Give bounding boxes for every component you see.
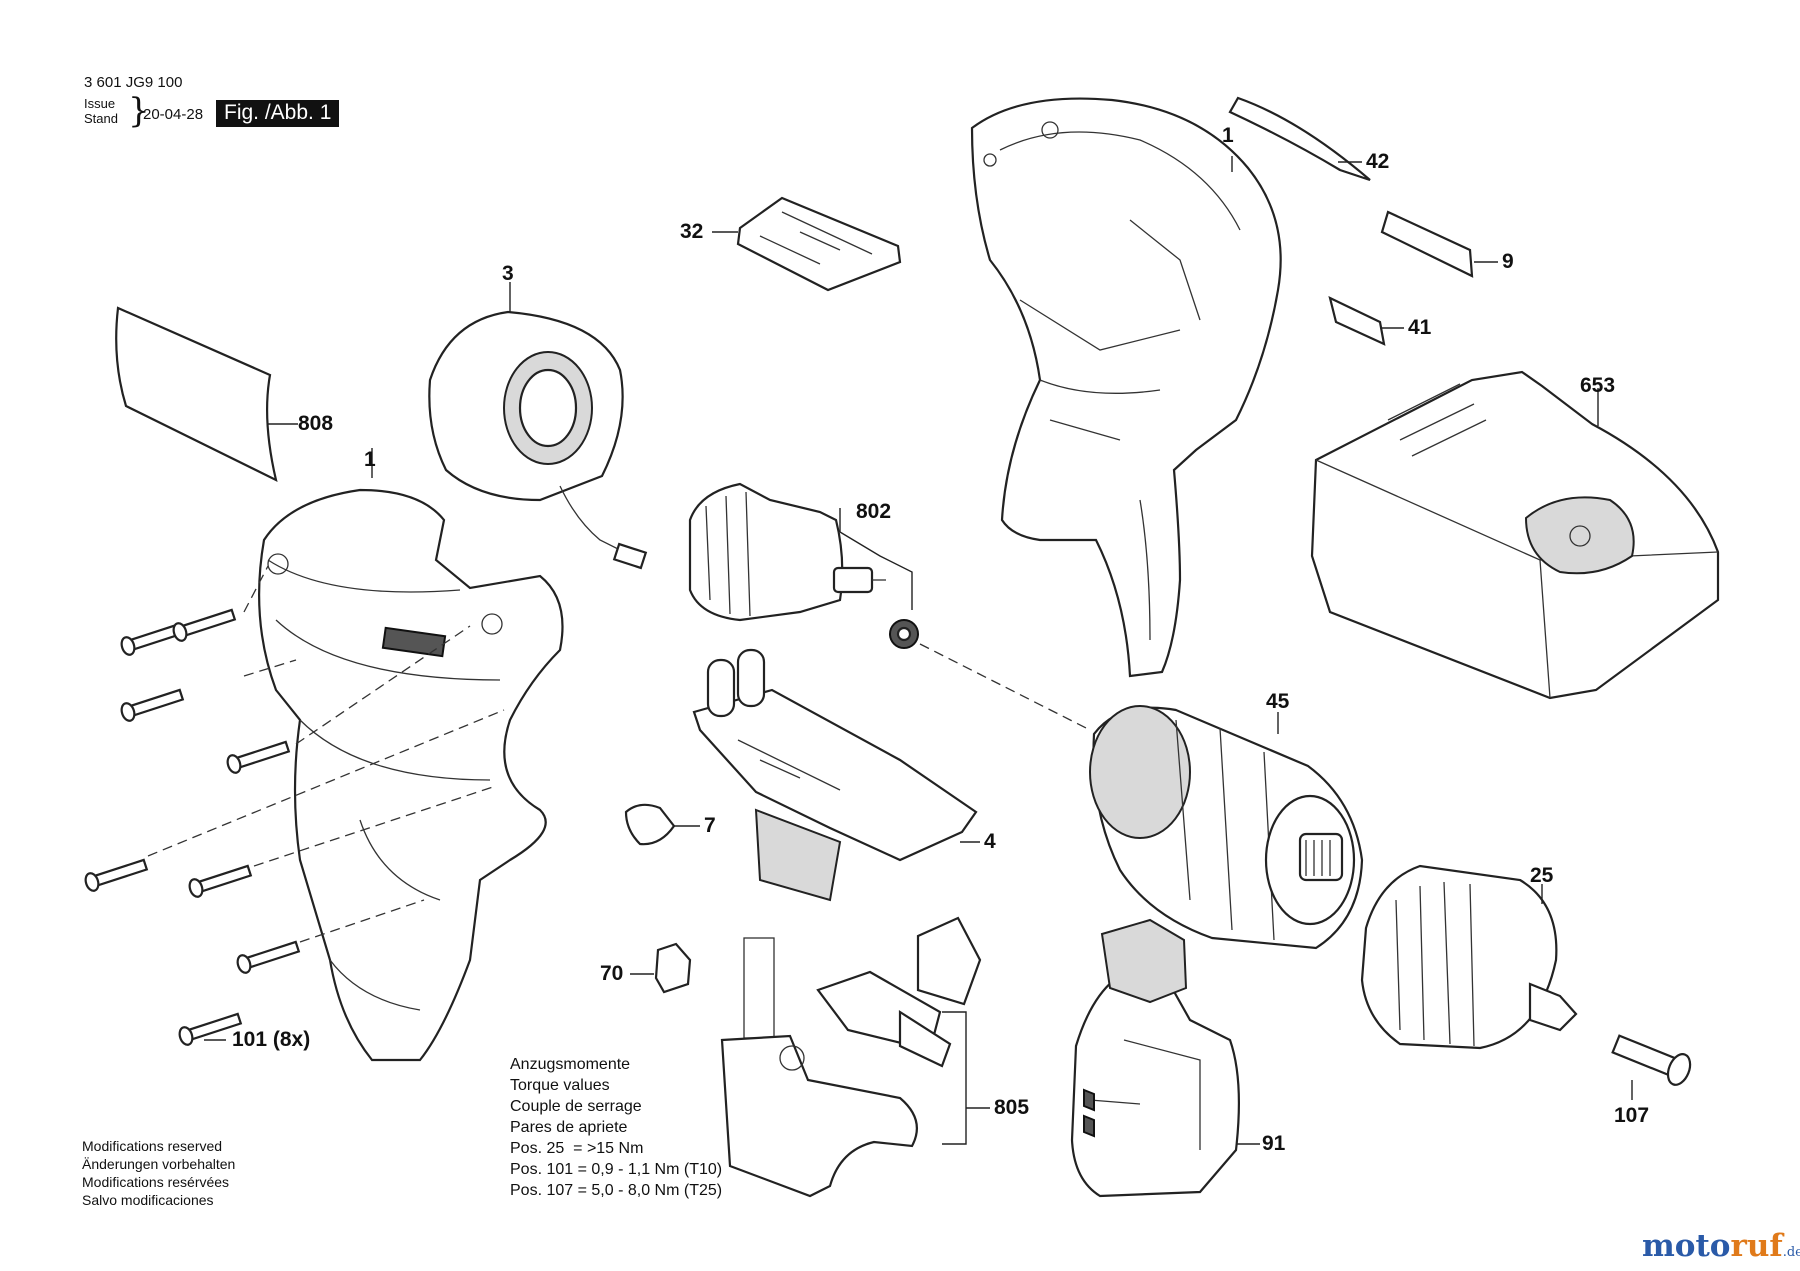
part-802-rotor — [688, 482, 1091, 731]
issue-stand-label: Issue Stand — [84, 96, 118, 126]
callout-25: 25 — [1530, 864, 1554, 887]
brace-glyph: } — [128, 91, 150, 131]
note-line: Salvo modificaciones — [82, 1192, 214, 1208]
part-91-battery — [1070, 918, 1260, 1198]
torque-line: Couple de serrage — [510, 1098, 642, 1115]
torque-line: Pos. 25 = >15 Nm — [510, 1140, 644, 1157]
torque-line: Pares de apriete — [510, 1119, 628, 1136]
note-line: Modifications reserved — [82, 1138, 223, 1154]
callout-41: 41 — [1408, 316, 1432, 339]
logo-part-1: moto — [1642, 1228, 1731, 1264]
note-line: Änderungen vorbehalten — [82, 1156, 236, 1172]
part-808-label-sheet — [115, 306, 298, 483]
part-1-housing-right — [970, 97, 1282, 678]
callout-42: 42 — [1366, 150, 1390, 173]
part-653-charger — [1310, 370, 1720, 700]
modification-notes: Modifications reserved Änderungen vorbeh… — [82, 1137, 235, 1209]
callout-9: 9 — [1502, 250, 1514, 273]
part-4-electronic-module — [692, 648, 980, 902]
callout-107: 107 — [1614, 1104, 1650, 1127]
callout-1-left: 1 — [364, 448, 376, 471]
logo-part-2: ruf — [1730, 1228, 1783, 1264]
figure-label: Fig. /Abb. 1 — [216, 100, 340, 127]
issue-label: Issue — [84, 96, 116, 111]
part-32-switch-cover — [712, 196, 902, 292]
callout-101: 101 (8x) — [232, 1028, 311, 1051]
logo-part-3: .de — [1782, 1245, 1800, 1260]
callout-91: 91 — [1262, 1132, 1286, 1155]
callout-653: 653 — [1580, 374, 1616, 397]
part-number: 3 601 JG9 100 — [84, 74, 183, 91]
note-line: Modifications resérvées — [82, 1174, 230, 1190]
callout-808: 808 — [298, 412, 334, 435]
part-1-housing-left — [258, 448, 564, 1062]
part-3-stator — [428, 282, 648, 570]
torque-values: Anzugsmomente Torque values Couple de se… — [510, 1054, 722, 1201]
callout-802: 802 — [856, 500, 892, 523]
callout-805: 805 — [994, 1096, 1030, 1119]
stand-label: Stand — [84, 111, 118, 126]
callout-45: 45 — [1266, 690, 1290, 713]
torque-line: Pos. 107 = 5,0 - 8,0 Nm (T25) — [510, 1182, 723, 1199]
motoruf-logo[interactable]: motoruf.de — [1642, 1228, 1800, 1264]
part-45-gearbox — [1089, 705, 1364, 950]
part-805-switch — [720, 916, 990, 1198]
callout-1-top: 1 — [1222, 124, 1234, 147]
callout-3: 3 — [502, 262, 514, 285]
torque-line: Anzugsmomente — [510, 1056, 631, 1073]
part-41-label — [1328, 295, 1404, 346]
callout-32: 32 — [680, 220, 704, 243]
torque-line: Torque values — [510, 1077, 610, 1094]
torque-line: Pos. 101 = 0,9 - 1,1 Nm (T10) — [510, 1161, 723, 1178]
part-70-spring-clip — [630, 942, 692, 994]
issue-date: 20-04-28 — [143, 106, 204, 123]
callout-70: 70 — [600, 962, 624, 985]
part-25-chuck — [1360, 864, 1578, 1050]
part-42-label — [1228, 96, 1371, 182]
callout-4: 4 — [984, 830, 996, 853]
callout-7: 7 — [704, 814, 716, 837]
part-7-clip — [624, 803, 700, 846]
part-107-screw — [1611, 1034, 1692, 1100]
part-101-screws — [84, 565, 505, 1046]
part-9-label — [1380, 210, 1498, 278]
